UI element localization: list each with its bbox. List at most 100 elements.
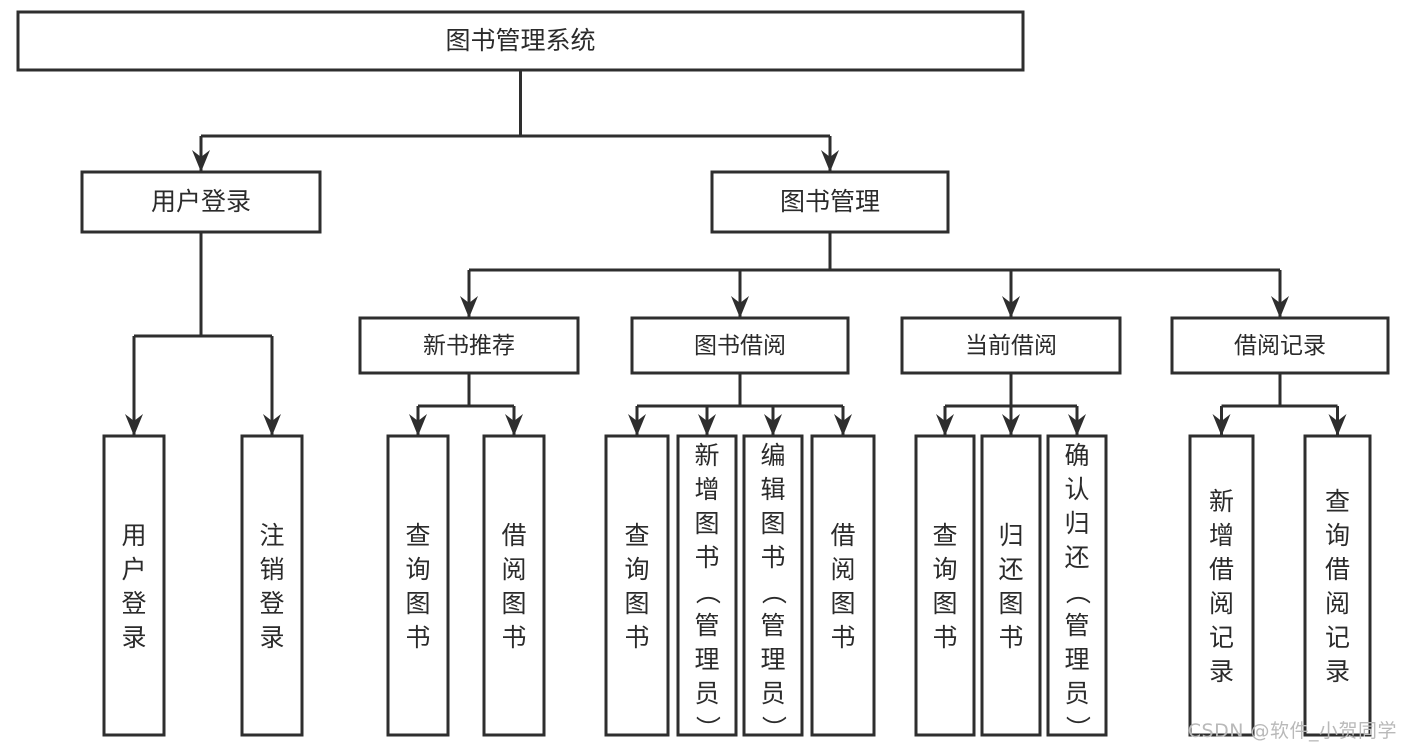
node-level2-1-图书管理[interactable]: 图书管理 [710,170,950,234]
svg-text:记: 记 [1325,623,1350,652]
connector-layer [125,70,1347,436]
svg-text:编: 编 [760,441,785,470]
svg-text:员: 员 [694,679,719,708]
arrow-head-icon-bookmgmt-1 [731,296,749,318]
svg-text:认: 认 [1064,475,1089,504]
svg-text:员: 员 [760,679,785,708]
svg-text:（: （ [1063,579,1092,604]
arrow-head-icon-login-0 [125,414,143,436]
svg-text:登: 登 [121,589,146,618]
node-root-0-图书管理系统[interactable]: 图书管理系统 [16,10,1025,72]
svg-text:）: ） [693,715,722,740]
svg-text:图: 图 [830,589,855,618]
svg-text:还: 还 [1064,543,1089,572]
node-layer: 图书管理系统用户登录图书管理新书推荐图书借阅当前借阅借阅记录用户登录注销登录查询… [16,10,1390,741]
svg-text:借: 借 [1325,555,1350,584]
svg-text:书: 书 [624,623,649,652]
svg-text:理: 理 [1064,645,1089,674]
svg-text:增: 增 [694,475,719,504]
svg-text:询: 询 [1325,521,1350,550]
arrow-head-icon-l3-1-3 [834,414,852,436]
leaf-box [482,434,546,737]
svg-text:书: 书 [405,623,430,652]
leaf-box [810,434,876,737]
svg-text:查: 查 [405,521,430,550]
leaf-box [676,434,738,737]
svg-text:（: （ [693,579,722,604]
svg-text:询: 询 [624,555,649,584]
svg-text:书: 书 [760,543,785,572]
svg-text:书: 书 [932,623,957,652]
arrow-head-icon-l3-0-1 [505,414,523,436]
svg-text:管: 管 [1064,611,1089,640]
svg-text:书: 书 [501,623,526,652]
svg-text:管: 管 [694,611,719,640]
svg-text:阅: 阅 [1209,589,1234,618]
node-level3-0-新书推荐[interactable]: 新书推荐 [358,316,580,375]
svg-text:记: 记 [1209,623,1234,652]
svg-text:借: 借 [501,521,526,550]
arrow-head-icon-bookmgmt-3 [1271,296,1289,318]
leaf-box [980,434,1042,737]
svg-text:图: 图 [624,589,649,618]
node-box [630,316,850,375]
leaf-box [240,434,304,737]
leaf-box [604,434,670,737]
svg-text:增: 增 [1209,521,1234,550]
node-level3-1-图书借阅[interactable]: 图书借阅 [630,316,850,375]
node-level2-0-用户登录[interactable]: 用户登录 [80,170,322,234]
svg-text:图: 图 [694,509,719,538]
svg-text:辑: 辑 [760,475,785,504]
svg-text:图: 图 [998,589,1023,618]
svg-text:图: 图 [932,589,957,618]
svg-text:归: 归 [1064,509,1089,538]
svg-text:销: 销 [259,555,284,584]
svg-text:户: 户 [121,555,146,584]
node-level3-3-借阅记录[interactable]: 借阅记录 [1170,316,1390,375]
svg-text:员: 员 [1064,679,1089,708]
arrow-head-icon-login-1 [263,414,281,436]
svg-text:管: 管 [760,611,785,640]
leaf-box [1188,434,1255,737]
arrow-head-icon-l3-3-1 [1328,414,1347,436]
svg-text:图: 图 [405,589,430,618]
watermark-text: CSDN @软件_小贺同学 [1187,720,1397,742]
svg-text:阅: 阅 [1325,589,1350,618]
leaf-node-0-用户登录[interactable]: 用户登录 [102,434,166,737]
leaf-label: 用户登录 [121,521,146,652]
arrow-head-icon-l3-2-2 [1068,414,1086,436]
svg-text:录: 录 [1325,657,1350,686]
node-level3-2-当前借阅[interactable]: 当前借阅 [900,316,1122,375]
arrow-head-icon-l3-1-0 [628,414,646,436]
arrow-head-icon-root-0 [192,150,210,172]
svg-text:录: 录 [259,623,284,652]
svg-text:阅: 阅 [830,555,855,584]
svg-text:归: 归 [998,521,1023,550]
leaf-box [1046,434,1108,737]
node-label: 借阅记录 [1234,333,1326,359]
svg-text:新: 新 [694,441,719,470]
svg-text:查: 查 [932,521,957,550]
svg-text:录: 录 [121,623,146,652]
